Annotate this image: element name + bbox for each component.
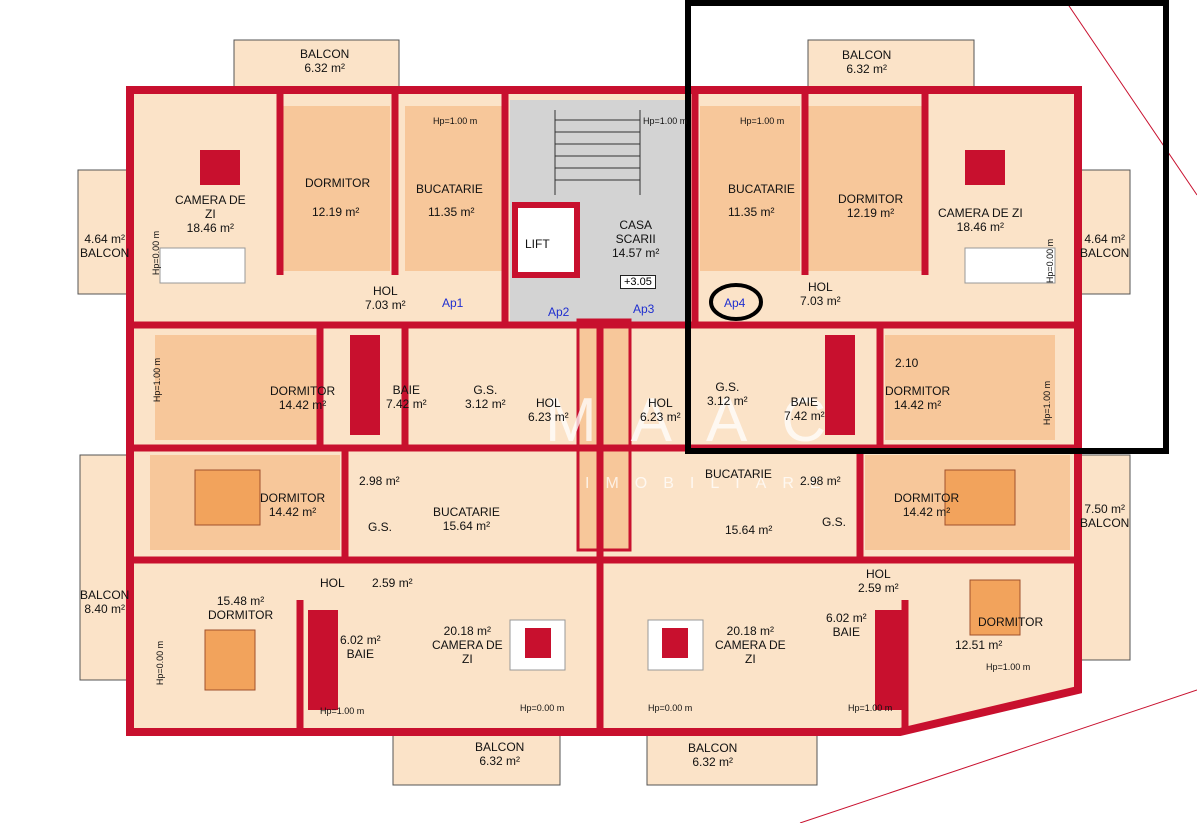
ap1-bedroom: DORMITOR	[305, 176, 371, 190]
ap1-kitchen: BUCATARIE	[416, 182, 483, 196]
hp-note-13: Hp=0.00 m	[1045, 238, 1056, 284]
ap4-kitchen: BUCATARIE	[728, 182, 795, 196]
watermark-subtitle: IMOBILIARE	[585, 475, 837, 492]
ap2-hall-2-area: 2.59 m²	[372, 576, 413, 590]
hp-note-3: Hp=1.00 m	[740, 116, 785, 126]
hp-note-4: Hp=1.00 m	[320, 706, 365, 716]
ap3-wc: 2.98 m²	[800, 474, 841, 488]
ap2-wc-2-label: G.S.	[368, 520, 393, 534]
ap3-kitchen: BUCATARIE	[705, 467, 772, 481]
room-fills	[150, 106, 1070, 550]
hp-note-8: Hp=1.00 m	[986, 662, 1031, 672]
hp-note-2: Hp=1.00 m	[643, 116, 688, 126]
ap4-hall-small: 2.10	[895, 356, 919, 370]
ap2-hall-2: HOL	[320, 576, 345, 590]
furniture	[159, 150, 1056, 710]
ap3-wc-label: G.S.	[822, 515, 847, 529]
ap1-bedroom-area: 12.19 m²	[312, 205, 360, 219]
hp-note-7: Hp=1.00 m	[848, 703, 893, 713]
lift-label: LIFT	[525, 237, 550, 251]
hp-note-1: Hp=1.00 m	[433, 116, 478, 126]
hp-note-6: Hp=0.00 m	[648, 703, 693, 713]
ap3-kitchen-area: 15.64 m²	[725, 523, 773, 537]
ap4-label: Ap4	[724, 296, 746, 310]
ap1-label: Ap1	[442, 296, 464, 310]
hp-note-10: Hp=1.00 m	[1042, 380, 1053, 426]
ap2-wc: G.S.3.12 m²	[465, 383, 506, 411]
ap3-label: Ap3	[633, 302, 655, 316]
ap3-bedroom-2: DORMITOR	[978, 615, 1044, 629]
highlighted-apartment-frame	[685, 0, 1169, 454]
stair-elevation: +3.05	[620, 275, 656, 289]
hp-note-12: Hp=0.00 m	[151, 230, 162, 276]
ap4-highlight-circle	[709, 283, 763, 321]
ap4-kitchen-area: 11.35 m²	[728, 205, 775, 219]
hp-note-9: Hp=1.00 m	[152, 357, 163, 403]
hp-note-11: Hp=0.00 m	[155, 640, 166, 686]
ap4-wc: G.S.3.12 m²	[707, 380, 748, 408]
stair-core	[510, 100, 690, 552]
hp-note-5: Hp=0.00 m	[520, 703, 565, 713]
ap1-kitchen-area: 11.35 m²	[428, 205, 475, 219]
ap2-label: Ap2	[548, 305, 570, 319]
watermark-brand: MAAC	[545, 386, 861, 455]
ap2-wc-2: 2.98 m²	[359, 474, 400, 488]
ap3-bedroom-2-area: 12.51 m²	[955, 638, 1003, 652]
property-boundary-lines	[799, 0, 1197, 823]
